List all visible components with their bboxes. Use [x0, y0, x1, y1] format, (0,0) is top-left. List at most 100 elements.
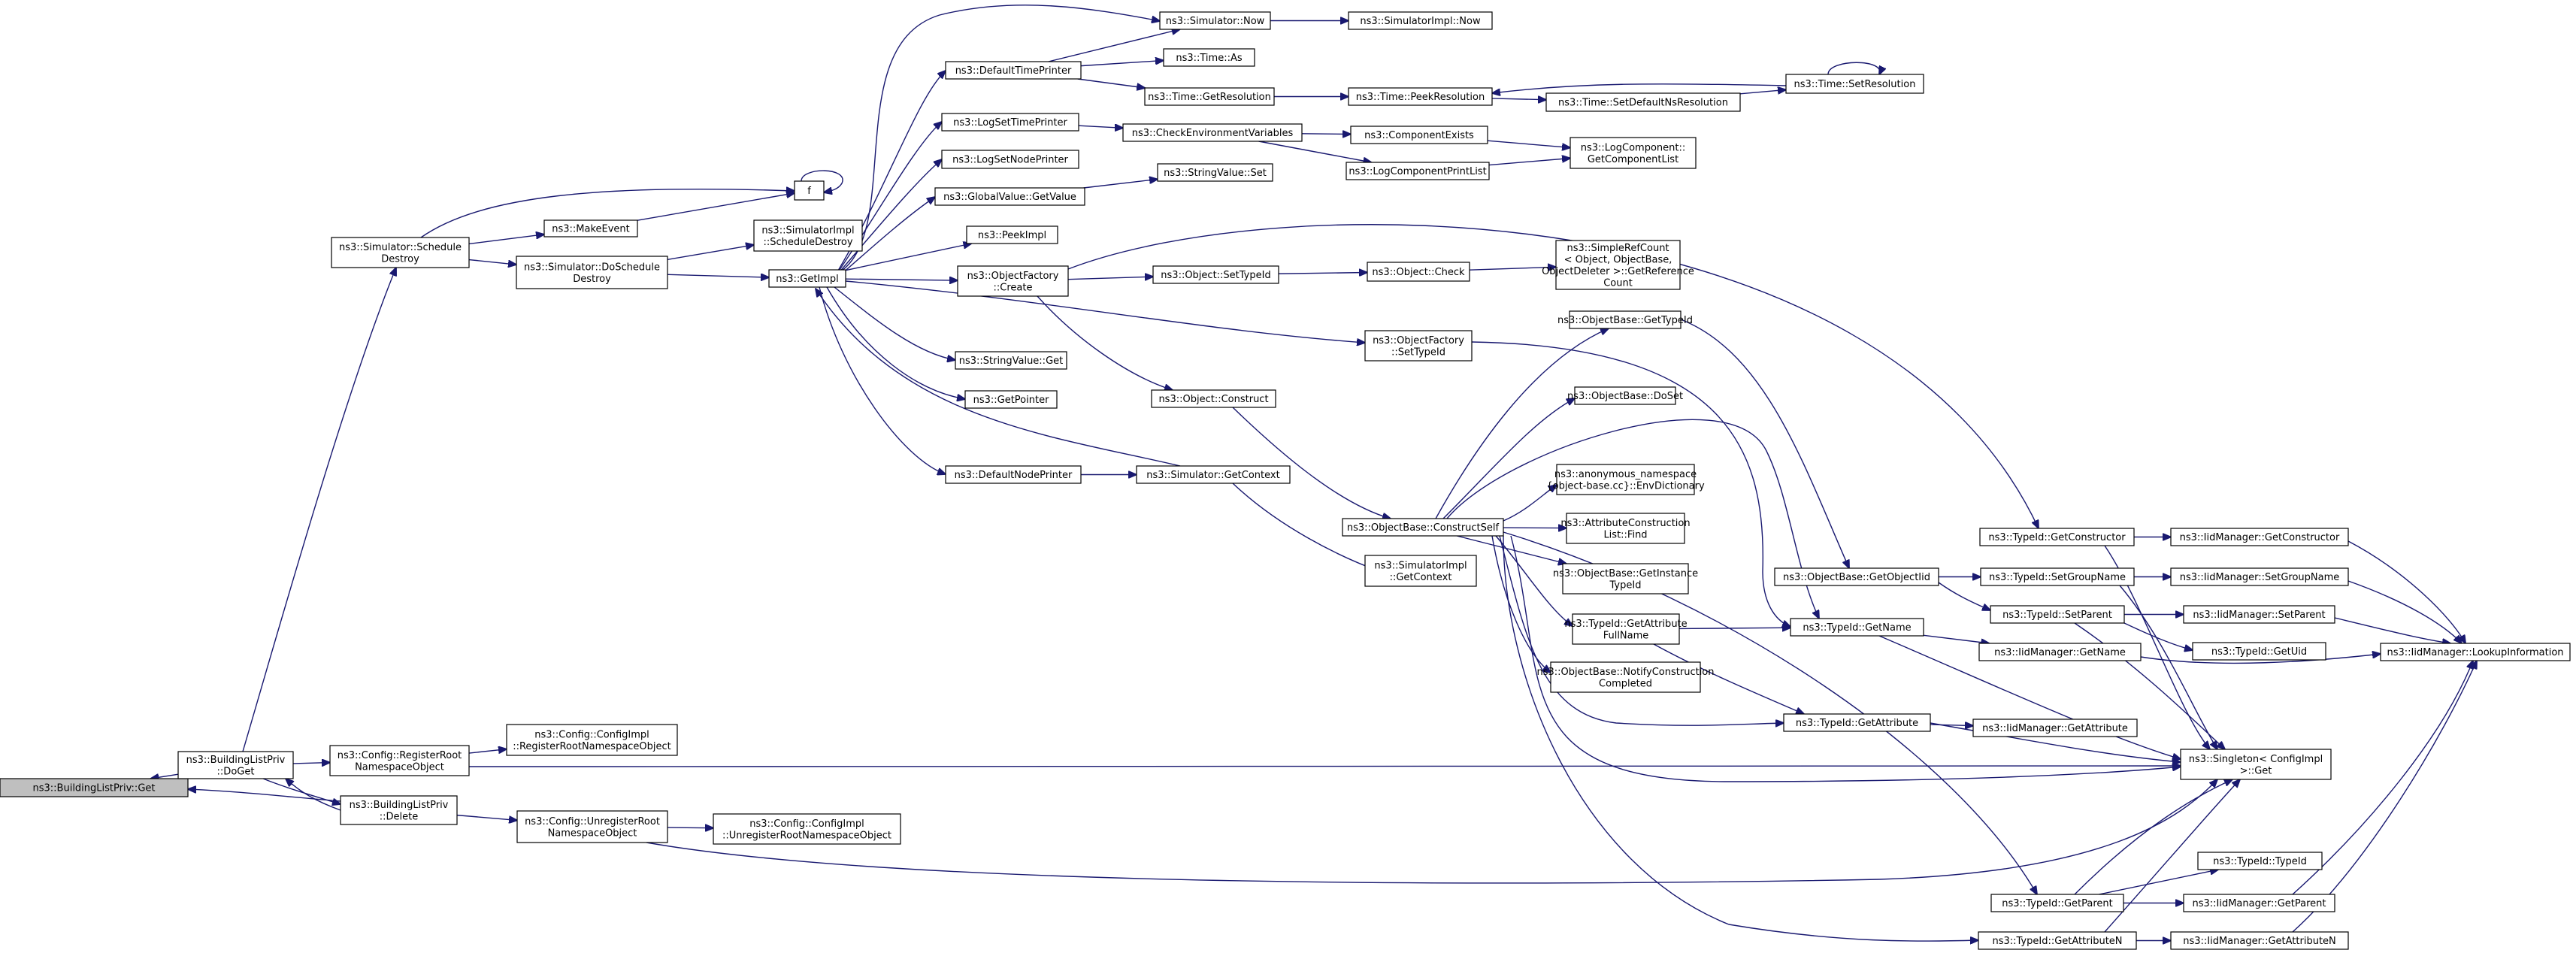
node-typeIdGetUid[interactable]: ns3::TypeId::GetUid — [2192, 642, 2326, 661]
node-f[interactable]: f — [794, 180, 825, 201]
node-iidSetParent[interactable]: ns3::IidManager::SetParent — [2183, 605, 2335, 624]
node-box — [177, 751, 294, 779]
node-simGetContext[interactable]: ns3::Simulator::GetContext — [1136, 465, 1291, 484]
node-iidGetName[interactable]: ns3::IidManager::GetName — [1978, 643, 2142, 661]
node-defTimePrinter[interactable]: ns3::DefaultTimePrinter — [945, 61, 1082, 80]
edge-path — [1258, 141, 1372, 162]
node-root[interactable]: ns3::BuildingListPriv::Get — [0, 778, 189, 797]
node-simImplSchedDestroy[interactable]: ns3::SimulatorImpl::ScheduleDestroy — [753, 219, 863, 252]
node-makeEvent[interactable]: ns3::MakeEvent — [543, 219, 638, 237]
node-logSetTimePrinter[interactable]: ns3::LogSetTimePrinter — [941, 113, 1079, 132]
node-typeIdGetName[interactable]: ns3::TypeId::GetName — [1790, 618, 1924, 637]
node-logCompPrint[interactable]: ns3::LogComponentPrintList — [1346, 162, 1490, 180]
node-cfgUnregRoot[interactable]: ns3::Config::UnregisterRootNamespaceObje… — [516, 810, 668, 843]
node-timeSetRes[interactable]: ns3::Time::SetResolution — [1785, 74, 1924, 94]
node-timeGetRes[interactable]: ns3::Time::GetResolution — [1144, 87, 1275, 106]
node-typeIdSetGroupName[interactable]: ns3::TypeId::SetGroupName — [1980, 567, 2135, 586]
node-typeIdTypeId[interactable]: ns3::TypeId::TypeId — [2197, 852, 2323, 870]
node-objBaseGetTypeId[interactable]: ns3::ObjectBase::GetTypeId — [1557, 310, 1693, 329]
node-label: ::SetTypeId — [1391, 346, 1445, 358]
node-objBaseConstructSelf[interactable]: ns3::ObjectBase::ConstructSelf — [1342, 518, 1504, 537]
edge-compExists-to-logCompGetList — [1487, 140, 1570, 147]
node-schedDestroy[interactable]: ns3::Simulator::ScheduleDestroy — [331, 237, 470, 268]
node-peekImpl[interactable]: ns3::PeekImpl — [966, 225, 1058, 244]
node-cfgImplUnregRoot[interactable]: ns3::Config::ConfigImpl::UnregisterRootN… — [713, 813, 901, 845]
node-checkEnv[interactable]: ns3::CheckEnvironmentVariables — [1122, 123, 1303, 142]
node-objCheck[interactable]: ns3::Object::Check — [1367, 262, 1470, 282]
node-logCompGetList[interactable]: ns3::LogComponent::GetComponentList — [1570, 137, 1697, 169]
node-typeIdGetAttrN[interactable]: ns3::TypeId::GetAttributeN — [1978, 931, 2137, 950]
node-simImplNow[interactable]: ns3::SimulatorImpl::Now — [1348, 11, 1493, 30]
node-iidSetGroupName[interactable]: ns3::IidManager::SetGroupName — [2170, 567, 2349, 586]
node-iidGetAttr[interactable]: ns3::IidManager::GetAttribute — [1972, 719, 2138, 737]
edge-path — [667, 245, 754, 261]
node-label: ns3::IidManager::GetConstructor — [2180, 532, 2340, 543]
node-typeIdGetConstructor[interactable]: ns3::TypeId::GetConstructor — [1979, 528, 2135, 546]
node-timePeekRes[interactable]: ns3::Time::PeekResolution — [1348, 87, 1493, 106]
node-box — [1550, 661, 1701, 693]
node-objConstruct[interactable]: ns3::Object::Construct — [1151, 389, 1276, 408]
node-label: ns3::IidManager::SetParent — [2193, 610, 2325, 621]
node-iidGetParent[interactable]: ns3::IidManager::GetParent — [2183, 894, 2335, 912]
edge-schedDestroy-to-doSchedDestroy — [468, 259, 516, 265]
edge-objBaseConstructSelf-to-objBaseDoSet — [1442, 398, 1575, 519]
node-cfgRegRoot[interactable]: ns3::Config::RegisterRootNamespaceObject — [329, 745, 470, 776]
node-label: ns3::BuildingListPriv — [186, 755, 286, 766]
node-cfgImplRegRoot[interactable]: ns3::Config::ConfigImpl::RegisterRootNam… — [506, 724, 678, 756]
node-iidGetConstructor[interactable]: ns3::IidManager::GetConstructor — [2170, 528, 2349, 546]
node-objBaseDoSet[interactable]: ns3::ObjectBase::DoSet — [1567, 386, 1683, 405]
node-box — [516, 256, 668, 289]
node-box — [2380, 643, 2571, 661]
node-objSetTypeId[interactable]: ns3::Object::SetTypeId — [1152, 265, 1279, 284]
edge-path — [667, 827, 713, 828]
node-timeAs[interactable]: ns3::Time::As — [1163, 48, 1255, 67]
node-typeIdSetParent[interactable]: ns3::TypeId::SetParent — [1990, 605, 2125, 624]
node-timeSetDefNs[interactable]: ns3::Time::SetDefaultNsResolution — [1545, 92, 1741, 112]
edge-path — [1457, 535, 1566, 564]
edge-cfgRegRoot-to-cfgImplRegRoot — [468, 749, 507, 753]
edge-iidGetConstructor-to-iidLookup — [2347, 540, 2466, 643]
edge-path — [1878, 635, 2181, 759]
node-box — [1980, 567, 2135, 586]
node-box — [1136, 465, 1291, 484]
node-label: ::RegisterRootNamespaceObject — [513, 741, 671, 752]
node-defNodePrinter[interactable]: ns3::DefaultNodePrinter — [945, 465, 1082, 484]
node-singletonGet[interactable]: ns3::Singleton< ConfigImpl>::Get — [2180, 749, 2332, 780]
node-compExists[interactable]: ns3::ComponentExists — [1350, 126, 1488, 144]
node-envDictionary[interactable]: ns3::anonymous_namespace{object-base.cc}… — [1546, 464, 1705, 495]
node-simNow[interactable]: ns3::Simulator::Now — [1159, 11, 1271, 30]
node-iidLookup[interactable]: ns3::IidManager::LookupInformation — [2380, 643, 2571, 661]
edge-path — [1930, 725, 1973, 726]
node-label: ns3::GetImpl — [776, 274, 839, 285]
node-strValueGet[interactable]: ns3::StringValue::Get — [955, 351, 1067, 370]
node-doget[interactable]: ns3::BuildingListPriv::DoGet — [177, 751, 294, 779]
node-simImplGetContext[interactable]: ns3::SimulatorImpl::GetContext — [1364, 555, 1477, 587]
node-strValueSet[interactable]: ns3::StringValue::Set — [1157, 163, 1273, 182]
node-box — [945, 465, 1082, 484]
node-gvGetValue[interactable]: ns3::GlobalValue::GetValue — [934, 187, 1085, 206]
edge-path — [845, 279, 958, 280]
edge-path — [1037, 295, 1173, 390]
node-label: ns3::TypeId::SetParent — [2002, 610, 2112, 621]
edge-getImpl-to-simNow — [841, 5, 1160, 271]
node-box — [1151, 389, 1276, 408]
node-delete[interactable]: ns3::BuildingListPriv::Delete — [340, 795, 458, 825]
node-simpleRefCount[interactable]: ns3::SimpleRefCount< Object, ObjectBase,… — [1542, 240, 1694, 290]
node-getImpl[interactable]: ns3::GetImpl — [768, 269, 846, 288]
node-getPointer[interactable]: ns3::GetPointer — [964, 390, 1058, 409]
node-objFactSetTypeId[interactable]: ns3::ObjectFactory::SetTypeId — [1364, 330, 1473, 362]
node-logSetNodePrinter[interactable]: ns3::LogSetNodePrinter — [941, 150, 1079, 169]
node-objBaseGetObjectIid[interactable]: ns3::ObjectBase::GetObjectIid — [1774, 567, 1939, 586]
node-typeIdGetAttr[interactable]: ns3::TypeId::GetAttribute — [1783, 713, 1931, 732]
node-typeIdGetParent[interactable]: ns3::TypeId::GetParent — [1990, 894, 2124, 912]
node-label: ns3::ObjectFactory — [967, 271, 1059, 282]
node-iidGetAttrN[interactable]: ns3::IidManager::GetAttributeN — [2170, 931, 2349, 950]
edge-path — [1510, 535, 2181, 782]
node-objBaseNotify[interactable]: ns3::ObjectBase::NotifyConstructionCompl… — [1537, 661, 1715, 693]
node-objFactCreate[interactable]: ns3::ObjectFactory::Create — [957, 265, 1069, 297]
node-label: ns3::TypeId::GetUid — [2211, 646, 2307, 658]
